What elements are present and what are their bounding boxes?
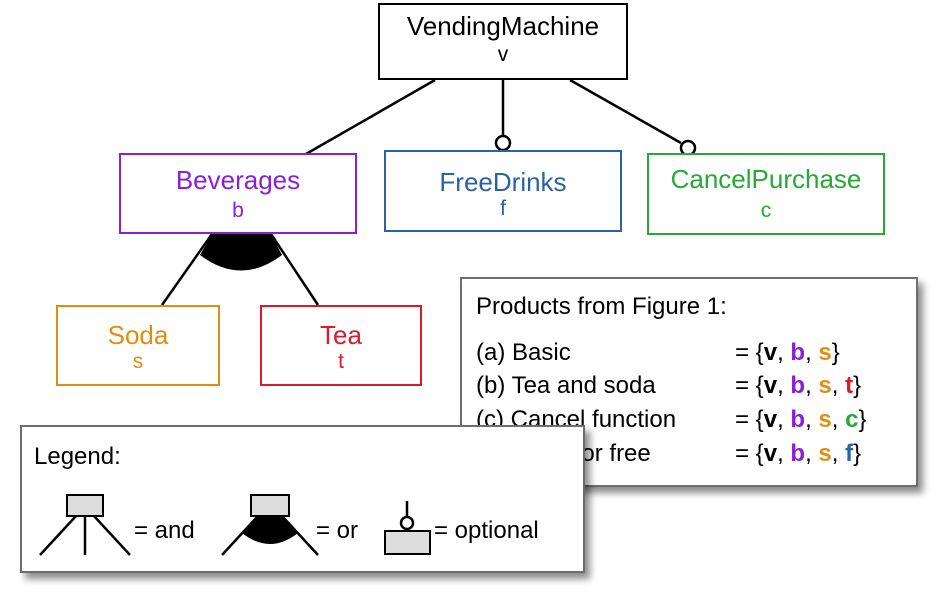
feature-tea-abbr: t	[338, 350, 344, 373]
set-close-brace: }	[831, 339, 840, 366]
set-separator: ,	[831, 440, 846, 467]
set-separator: ,	[777, 440, 791, 467]
feature-freedrinks: FreeDrinks f	[384, 150, 622, 232]
set-separator: ,	[777, 406, 791, 433]
feature-soda-name: Soda	[107, 320, 169, 350]
feature-token-v: v	[763, 339, 778, 366]
feature-token-f: f	[845, 440, 854, 467]
products-title: Products from Figure 1:	[476, 293, 727, 320]
feature-token-s: s	[818, 339, 832, 366]
set-separator: ,	[831, 372, 846, 399]
feature-token-s: s	[818, 372, 832, 399]
feature-token-t: t	[845, 372, 854, 399]
legend-optional-symbol	[384, 501, 431, 555]
feature-token-v: v	[763, 406, 778, 433]
set-separator: ,	[805, 339, 819, 366]
feature-tea: Tea t	[260, 305, 422, 386]
optional-marker-freedrinks	[494, 134, 512, 152]
feature-token-b: b	[790, 440, 806, 467]
set-close-brace: }	[853, 440, 862, 467]
feature-beverages-abbr: b	[232, 199, 244, 222]
feature-token-v: v	[763, 372, 778, 399]
set-open-brace: = {	[735, 406, 764, 433]
feature-freedrinks-abbr: f	[500, 197, 506, 220]
product-feature-set: = {v, b, s}	[735, 339, 840, 367]
feature-token-v: v	[763, 440, 778, 467]
set-open-brace: = {	[735, 339, 764, 366]
feature-token-s: s	[818, 440, 832, 467]
product-feature-set: = {v, b, s, f}	[735, 440, 861, 468]
legend-optional-label: = optional	[434, 517, 539, 544]
product-label: (a) Basic	[476, 339, 571, 366]
feature-freedrinks-name: FreeDrinks	[439, 167, 567, 197]
feature-beverages-name: Beverages	[175, 165, 301, 195]
feature-token-b: b	[790, 372, 806, 399]
feature-tea-name: Tea	[320, 320, 362, 350]
set-close-brace: }	[853, 372, 862, 399]
feature-vendingmachine: VendingMachine v	[378, 3, 628, 80]
legend-or-label: = or	[316, 517, 359, 544]
set-open-brace: = {	[735, 372, 764, 399]
feature-cancelpurchase-abbr: c	[760, 199, 772, 222]
feature-cancelpurchase-name: CancelPurchase	[670, 164, 862, 194]
set-separator: ,	[805, 372, 819, 399]
set-open-brace: = {	[735, 440, 764, 467]
feature-token-b: b	[790, 339, 806, 366]
set-separator: ,	[805, 406, 819, 433]
product-label: (b) Tea and soda	[476, 372, 656, 399]
feature-cancelpurchase: CancelPurchase c	[647, 153, 885, 235]
edge-beverages-soda	[160, 233, 214, 306]
feature-soda: Soda s	[56, 305, 220, 386]
edge-root-beverages	[305, 78, 436, 156]
set-separator: ,	[831, 406, 846, 433]
legend-panel: Legend: = and = or = optional	[20, 425, 585, 573]
set-separator: ,	[777, 372, 791, 399]
legend-and-label: = and	[134, 517, 195, 544]
product-feature-set: = {v, b, s, c}	[735, 406, 867, 434]
feature-token-c: c	[845, 406, 859, 433]
feature-beverages: Beverages b	[119, 153, 357, 234]
edge-beverages-tea	[269, 233, 320, 306]
feature-soda-abbr: s	[132, 350, 144, 373]
set-separator: ,	[805, 440, 819, 467]
feature-vendingmachine-name: VendingMachine	[406, 11, 600, 41]
or-group-arc	[200, 234, 282, 271]
set-separator: ,	[777, 339, 791, 366]
edge-root-cancelpurchase	[569, 78, 682, 145]
product-feature-set: = {v, b, s, t}	[735, 372, 861, 400]
feature-token-b: b	[790, 406, 806, 433]
legend-or-symbol	[221, 494, 319, 556]
legend-and-symbol	[39, 494, 131, 556]
feature-vendingmachine-abbr: v	[497, 43, 509, 66]
legend-title: Legend:	[34, 443, 121, 470]
feature-token-s: s	[818, 406, 832, 433]
set-close-brace: }	[858, 406, 867, 433]
